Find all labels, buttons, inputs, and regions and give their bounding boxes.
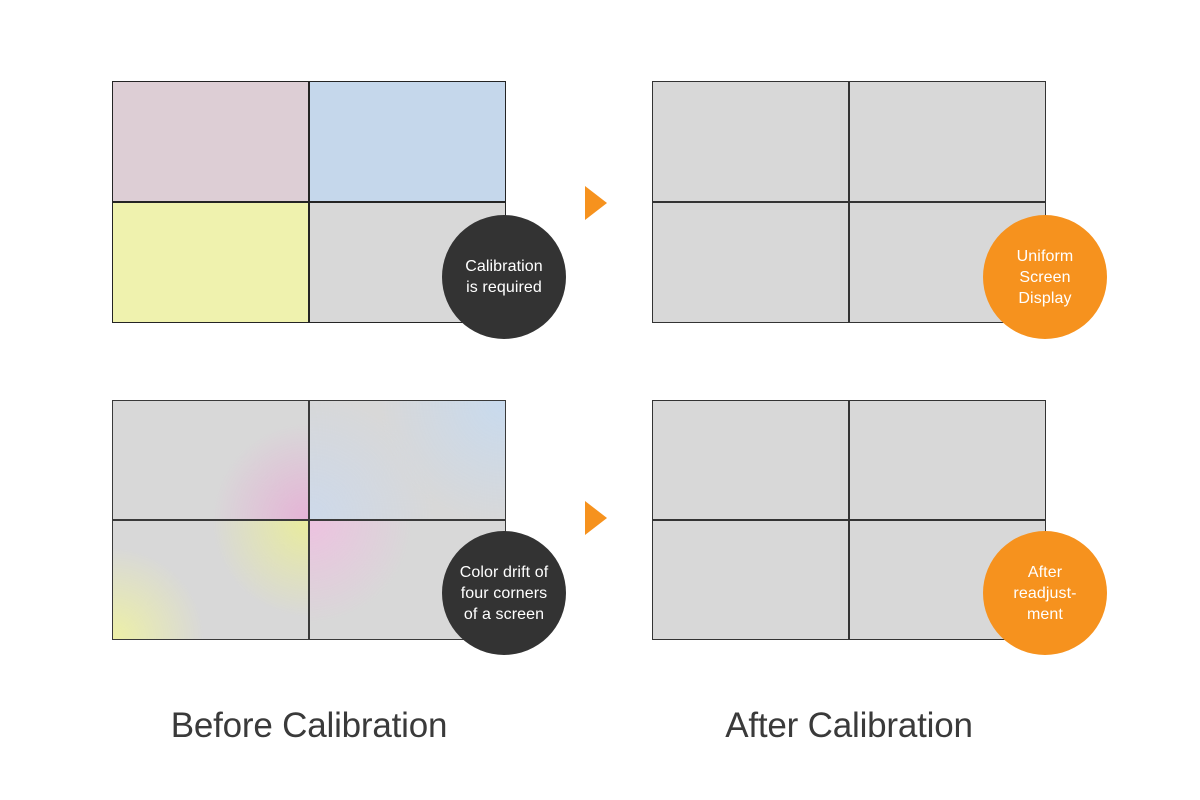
- badge-line: Color drift of: [459, 563, 549, 581]
- screen-quadrant-top-right: [309, 82, 505, 202]
- screen-quadrant-bottom-left: [113, 202, 309, 322]
- arrow-right-icon: [585, 186, 607, 220]
- badge-line: Calibration: [465, 258, 543, 275]
- badge-line: readjust-: [1013, 584, 1077, 602]
- badge-line: four corners: [460, 584, 548, 602]
- badge-line: After: [1027, 563, 1063, 581]
- screen-quadrant-top-left: [113, 82, 309, 202]
- arrow-right-icon: [585, 501, 607, 535]
- screen-quadrant-top-right-blue-drift: [309, 401, 505, 520]
- screen-quadrant-bottom-left-yellow-drift: [113, 520, 309, 639]
- color-drift-badge: Color drift of four corners of a screen: [442, 531, 566, 655]
- before-uncalibrated-wall: [112, 81, 506, 323]
- badge-line: Uniform: [1016, 247, 1074, 265]
- calibration-required-badge: Calibration is required: [442, 215, 566, 339]
- badge-line: ment: [1027, 605, 1063, 623]
- badge-line: of a screen: [463, 605, 545, 623]
- uniform-screen-display-badge: Uniform Screen Display: [983, 215, 1107, 339]
- screen-quadrant-bottom-left: [653, 520, 849, 639]
- after-uniform-wall: [652, 81, 1046, 323]
- screen-quadrant-top-left: [653, 82, 849, 202]
- badge-line: Display: [1018, 289, 1072, 307]
- badge-line: Screen: [1019, 268, 1071, 286]
- screen-quadrant-top-left-pink-drift: [113, 401, 309, 520]
- screen-quadrant-top-left: [653, 401, 849, 520]
- after-calibration-caption: After Calibration: [725, 706, 973, 745]
- screen-quadrant-top-right: [849, 82, 1045, 202]
- screen-quadrant-top-right: [849, 401, 1045, 520]
- before-calibration-caption: Before Calibration: [170, 706, 448, 745]
- after-readjustment-badge: After readjust- ment: [983, 531, 1107, 655]
- screen-quadrant-bottom-left: [653, 202, 849, 322]
- badge-line: is required: [466, 279, 542, 296]
